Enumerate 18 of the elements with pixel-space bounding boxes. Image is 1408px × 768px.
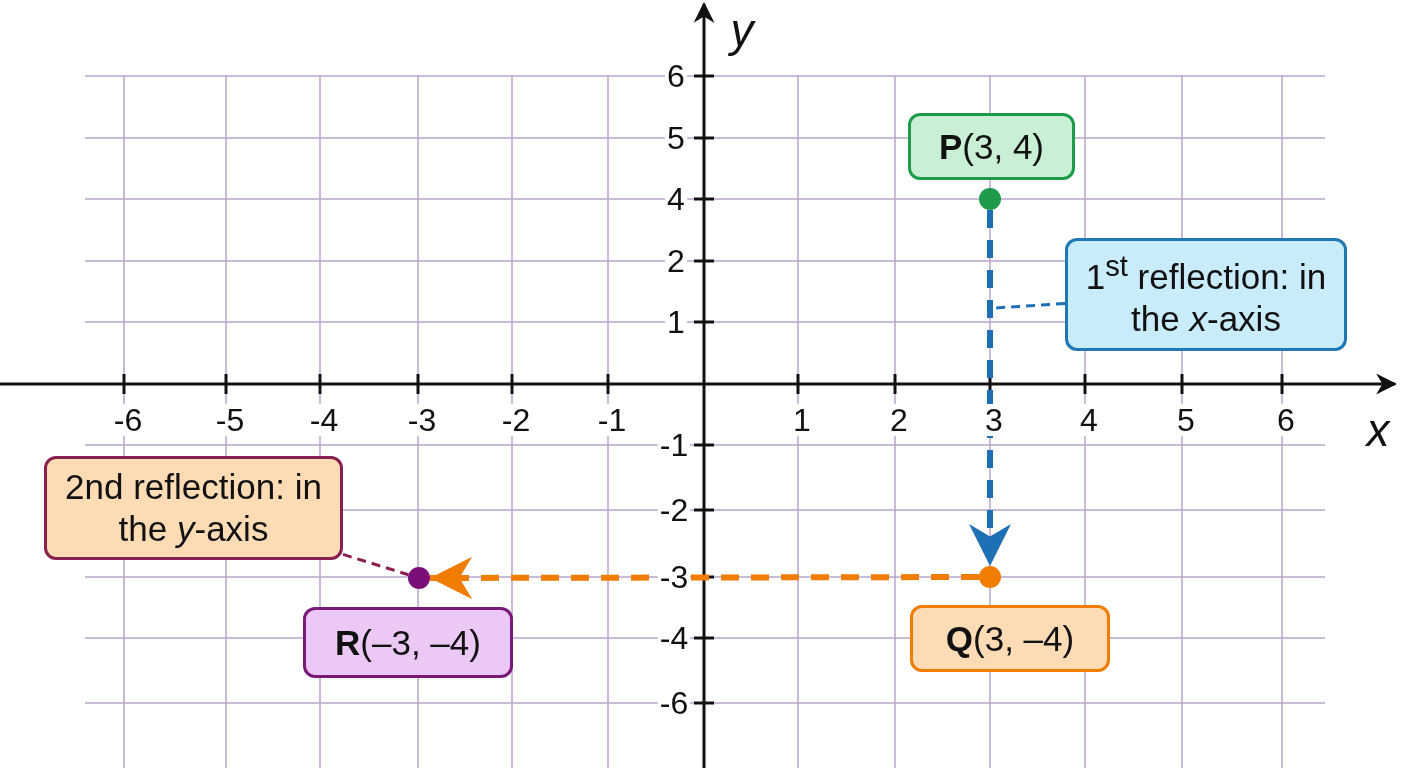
- point-label: R(–3, –4): [303, 607, 513, 678]
- axis-label: x: [1364, 407, 1392, 453]
- point-label: P(3, 4): [908, 113, 1075, 180]
- tick-label: 6: [1275, 404, 1297, 436]
- point-dot: [979, 188, 1001, 210]
- callout-box: 2nd reflection: in the y-axis: [44, 456, 343, 560]
- tick-label: 4: [1078, 404, 1100, 436]
- leader-line: [342, 552, 409, 577]
- point-dot: [408, 567, 430, 589]
- tick-label: 2: [888, 404, 910, 436]
- callout-box: 1$^{st}$ reflection: in the x-axis: [1065, 238, 1347, 351]
- arrow: [430, 556, 979, 599]
- leader-line: [994, 302, 1066, 310]
- arrow: [969, 210, 1011, 566]
- tick-label: 5: [1175, 404, 1197, 436]
- point-dot: [979, 566, 1001, 588]
- point-label: Q(3, –4): [910, 605, 1110, 672]
- tick-label: 3: [983, 404, 1005, 436]
